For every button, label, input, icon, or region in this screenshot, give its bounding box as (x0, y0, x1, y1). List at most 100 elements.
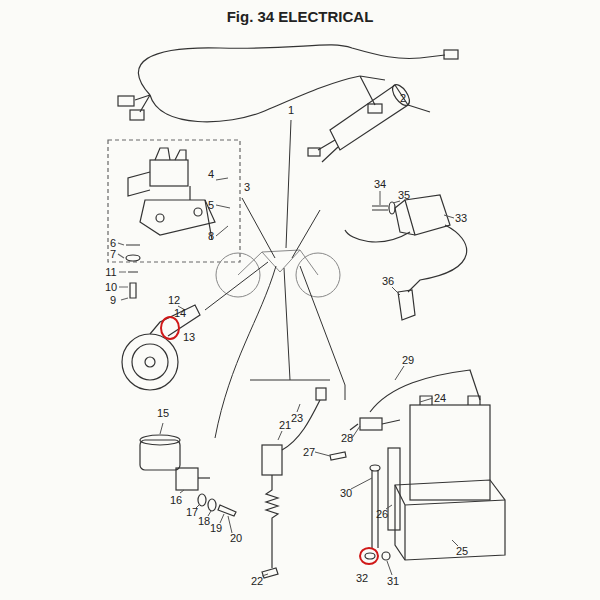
callout-number: 17 (185, 506, 199, 519)
connector (308, 148, 320, 156)
callout-number: 24 (433, 392, 447, 405)
leader-line (118, 243, 128, 300)
callout-number: 10 (104, 281, 118, 294)
callout-number: 4 (207, 168, 215, 181)
callout-number: 32 (355, 572, 369, 585)
case-edge (395, 485, 505, 560)
callout-number: 14 (173, 307, 187, 320)
callout-number: 9 (109, 294, 117, 307)
rectifier (176, 468, 198, 490)
connector (118, 96, 134, 106)
bolt (372, 206, 388, 210)
callout-number: 13 (182, 331, 196, 344)
high-tension-lead (345, 225, 467, 292)
callout-number: 36 (381, 275, 395, 288)
callout-number: 18 (197, 515, 211, 528)
connector (316, 388, 326, 400)
switch-plate (140, 200, 215, 235)
coil-end (389, 82, 413, 109)
screw (330, 452, 346, 460)
coil-wire (318, 105, 430, 162)
illustration-lines (108, 45, 505, 578)
horn-center (145, 357, 155, 367)
connector (130, 110, 144, 120)
callout-number: 28 (340, 432, 354, 445)
callout-number: 20 (229, 532, 243, 545)
leader-line (300, 266, 345, 400)
frame-outline (238, 250, 318, 275)
fuse-wire (350, 420, 400, 430)
callout-number: 27 (302, 446, 316, 459)
bolt (218, 505, 236, 516)
callout-number: 33 (454, 212, 468, 225)
callout-number: 16 (169, 494, 183, 507)
main-switch (150, 160, 188, 186)
harness-branch (135, 55, 445, 112)
callout-number: 35 (397, 189, 411, 202)
callout-number: 7 (109, 248, 117, 261)
highlight-circle (360, 548, 378, 564)
washer (365, 553, 375, 559)
callout-number: 29 (401, 354, 415, 367)
group-leaders (160, 120, 458, 576)
battery (410, 405, 490, 500)
leader-line (242, 198, 275, 258)
leader-line (292, 210, 320, 258)
callout-number: 11 (104, 266, 117, 279)
leader-line (205, 262, 268, 310)
callout-number: 31 (386, 575, 400, 588)
frame-outline (216, 250, 340, 297)
callout-number: 12 (167, 294, 181, 307)
rod-end (370, 465, 380, 471)
group-box (108, 140, 240, 262)
bolt-stack (126, 245, 140, 298)
connector (444, 50, 458, 59)
key (155, 148, 186, 160)
spring-cable (266, 475, 278, 568)
horn-face (132, 344, 168, 380)
leader-line (160, 178, 458, 576)
callout-number: 34 (373, 178, 387, 191)
hole (156, 214, 164, 222)
callout-number: 1 (287, 104, 295, 117)
callout-number: 26 (375, 508, 389, 521)
washer (126, 255, 140, 261)
callout-number: 5 (207, 199, 215, 212)
coil-mount (395, 200, 415, 235)
washer (389, 202, 395, 214)
switch-plug (128, 172, 150, 196)
leader-line (250, 268, 330, 380)
battery-case (395, 480, 505, 560)
horn (122, 334, 178, 390)
callout-number: 22 (250, 575, 264, 588)
callout-number: 2 (399, 92, 407, 105)
callout-number: 3 (243, 181, 251, 194)
callout-number: 30 (339, 487, 353, 500)
tab (198, 477, 210, 478)
connector (368, 104, 382, 113)
leader-line (215, 266, 276, 438)
callout-number: 25 (455, 545, 469, 558)
highlight-circle (161, 317, 179, 339)
fuse-holder (360, 418, 382, 430)
plug-cap (398, 290, 415, 320)
terminal (420, 396, 480, 405)
callout-number: 21 (278, 419, 292, 432)
callout-number: 15 (156, 407, 170, 420)
wiring-harness (150, 76, 360, 122)
hole (194, 208, 202, 216)
callout-number: 23 (290, 412, 304, 425)
ignition-coil (405, 195, 450, 235)
wiring-harness (138, 45, 420, 95)
battery-strap (388, 448, 400, 530)
red-highlight (161, 317, 378, 564)
leader-line (286, 120, 291, 248)
coil-body (330, 85, 408, 150)
washer (208, 499, 216, 511)
callout-number: 8 (207, 230, 215, 243)
bolt (382, 552, 390, 560)
cable-end (262, 568, 278, 578)
figure-title: Fig. 34 ELECTRICAL (227, 8, 374, 25)
